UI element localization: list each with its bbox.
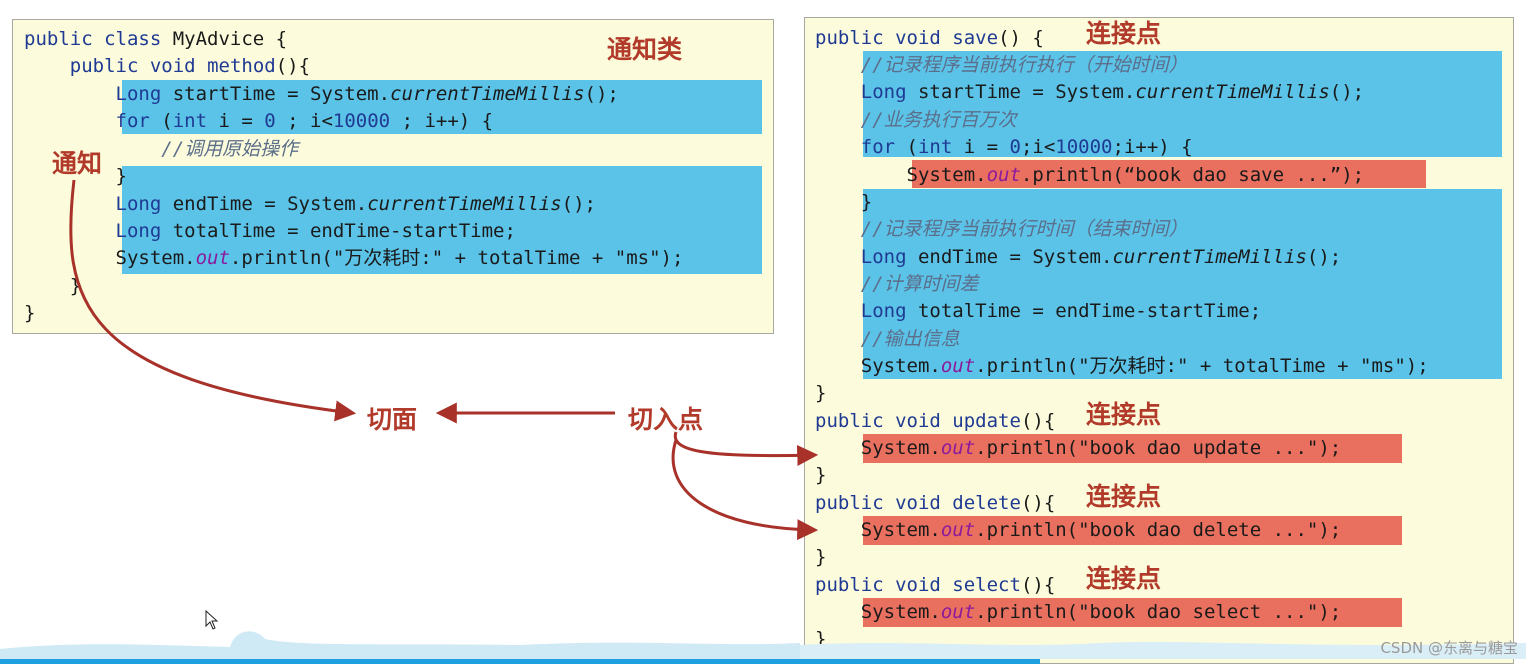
code-line: public void update(){ <box>815 410 1056 432</box>
code-line: Long endTime = System.currentTimeMillis(… <box>115 193 596 215</box>
code-line: //记录程序当前执行执行（开始时间） <box>860 54 1188 76</box>
code-line: } <box>815 191 873 213</box>
progress-bar <box>0 659 1040 664</box>
code-line: System.out.println("万次耗时:" + totalTime +… <box>24 247 684 269</box>
advice-label: 通知 <box>52 149 103 178</box>
mouse-cursor-icon <box>205 610 219 630</box>
pointcut-to-update-arrow <box>673 431 819 466</box>
code-line: } <box>815 382 827 404</box>
aspect-label: 切面 <box>367 405 418 434</box>
code-line: } <box>24 275 82 297</box>
code-line: Long endTime = System.currentTimeMillis(… <box>860 246 1342 268</box>
code-line: Long startTime = System.currentTimeMilli… <box>115 83 619 105</box>
code-line: public class MyAdvice { <box>24 28 288 50</box>
code-line: for (int i = 0 ; i<10000 ; i++) { <box>115 110 494 132</box>
pointcut-label: 切入点 <box>628 405 704 434</box>
code-line: Long totalTime = endTime-startTime; <box>115 220 516 242</box>
code-line: System.out.println("book dao select ..."… <box>815 601 1342 623</box>
highlight-block-start <box>122 80 762 134</box>
code-line: } <box>24 302 36 324</box>
code-line: } <box>815 464 827 486</box>
decorative-wave <box>0 631 1526 659</box>
code-line: } <box>815 628 827 650</box>
highlight-original-call <box>912 160 1426 188</box>
code-line: //计算时间差 <box>860 273 979 295</box>
watermark: CSDN @东离与糖宝 <box>1380 639 1518 657</box>
highlight-block-end <box>863 189 1502 379</box>
joinpoint-label-save: 连接点 <box>1086 19 1162 48</box>
code-line: } <box>24 165 127 187</box>
code-line: for (int i = 0;i<10000;i++) { <box>860 136 1193 158</box>
highlight-block-end <box>122 166 762 274</box>
code-line: public void delete(){ <box>815 492 1056 514</box>
code-line: public void select(){ <box>815 574 1056 596</box>
code-line: } <box>815 546 827 568</box>
code-line: System.out.println("万次耗时:" + totalTime +… <box>815 355 1429 377</box>
pointcut-to-delete-arrow <box>671 439 819 541</box>
highlight-delete-call <box>863 516 1402 545</box>
code-line: //输出信息 <box>860 328 960 350</box>
advice-class-label: 通知类 <box>607 35 683 64</box>
code-line: //业务执行百万次 <box>860 109 1017 131</box>
joinpoint-label-update: 连接点 <box>1086 400 1162 429</box>
code-line: System.out.println(“book dao save ...”); <box>815 164 1365 186</box>
code-line: Long totalTime = endTime-startTime; <box>860 300 1262 322</box>
code-line: //记录程序当前执行时间（结束时间） <box>860 218 1188 240</box>
joinpoint-label-select: 连接点 <box>1086 564 1162 593</box>
code-line: Long startTime = System.currentTimeMilli… <box>860 81 1365 103</box>
code-line: //调用原始操作 <box>161 138 299 160</box>
code-line: System.out.println("book dao update ..."… <box>815 437 1342 459</box>
code-line: public void method(){ <box>69 55 311 77</box>
highlight-select-call <box>863 598 1402 627</box>
highlight-block-start <box>863 51 1502 157</box>
advice-to-aspect-arrow <box>69 179 357 422</box>
highlight-update-call <box>863 434 1402 463</box>
joinpoint-label-delete: 连接点 <box>1086 482 1162 511</box>
code-line: System.out.println("book dao delete ..."… <box>815 519 1342 541</box>
code-line: public void save() { <box>815 27 1044 49</box>
